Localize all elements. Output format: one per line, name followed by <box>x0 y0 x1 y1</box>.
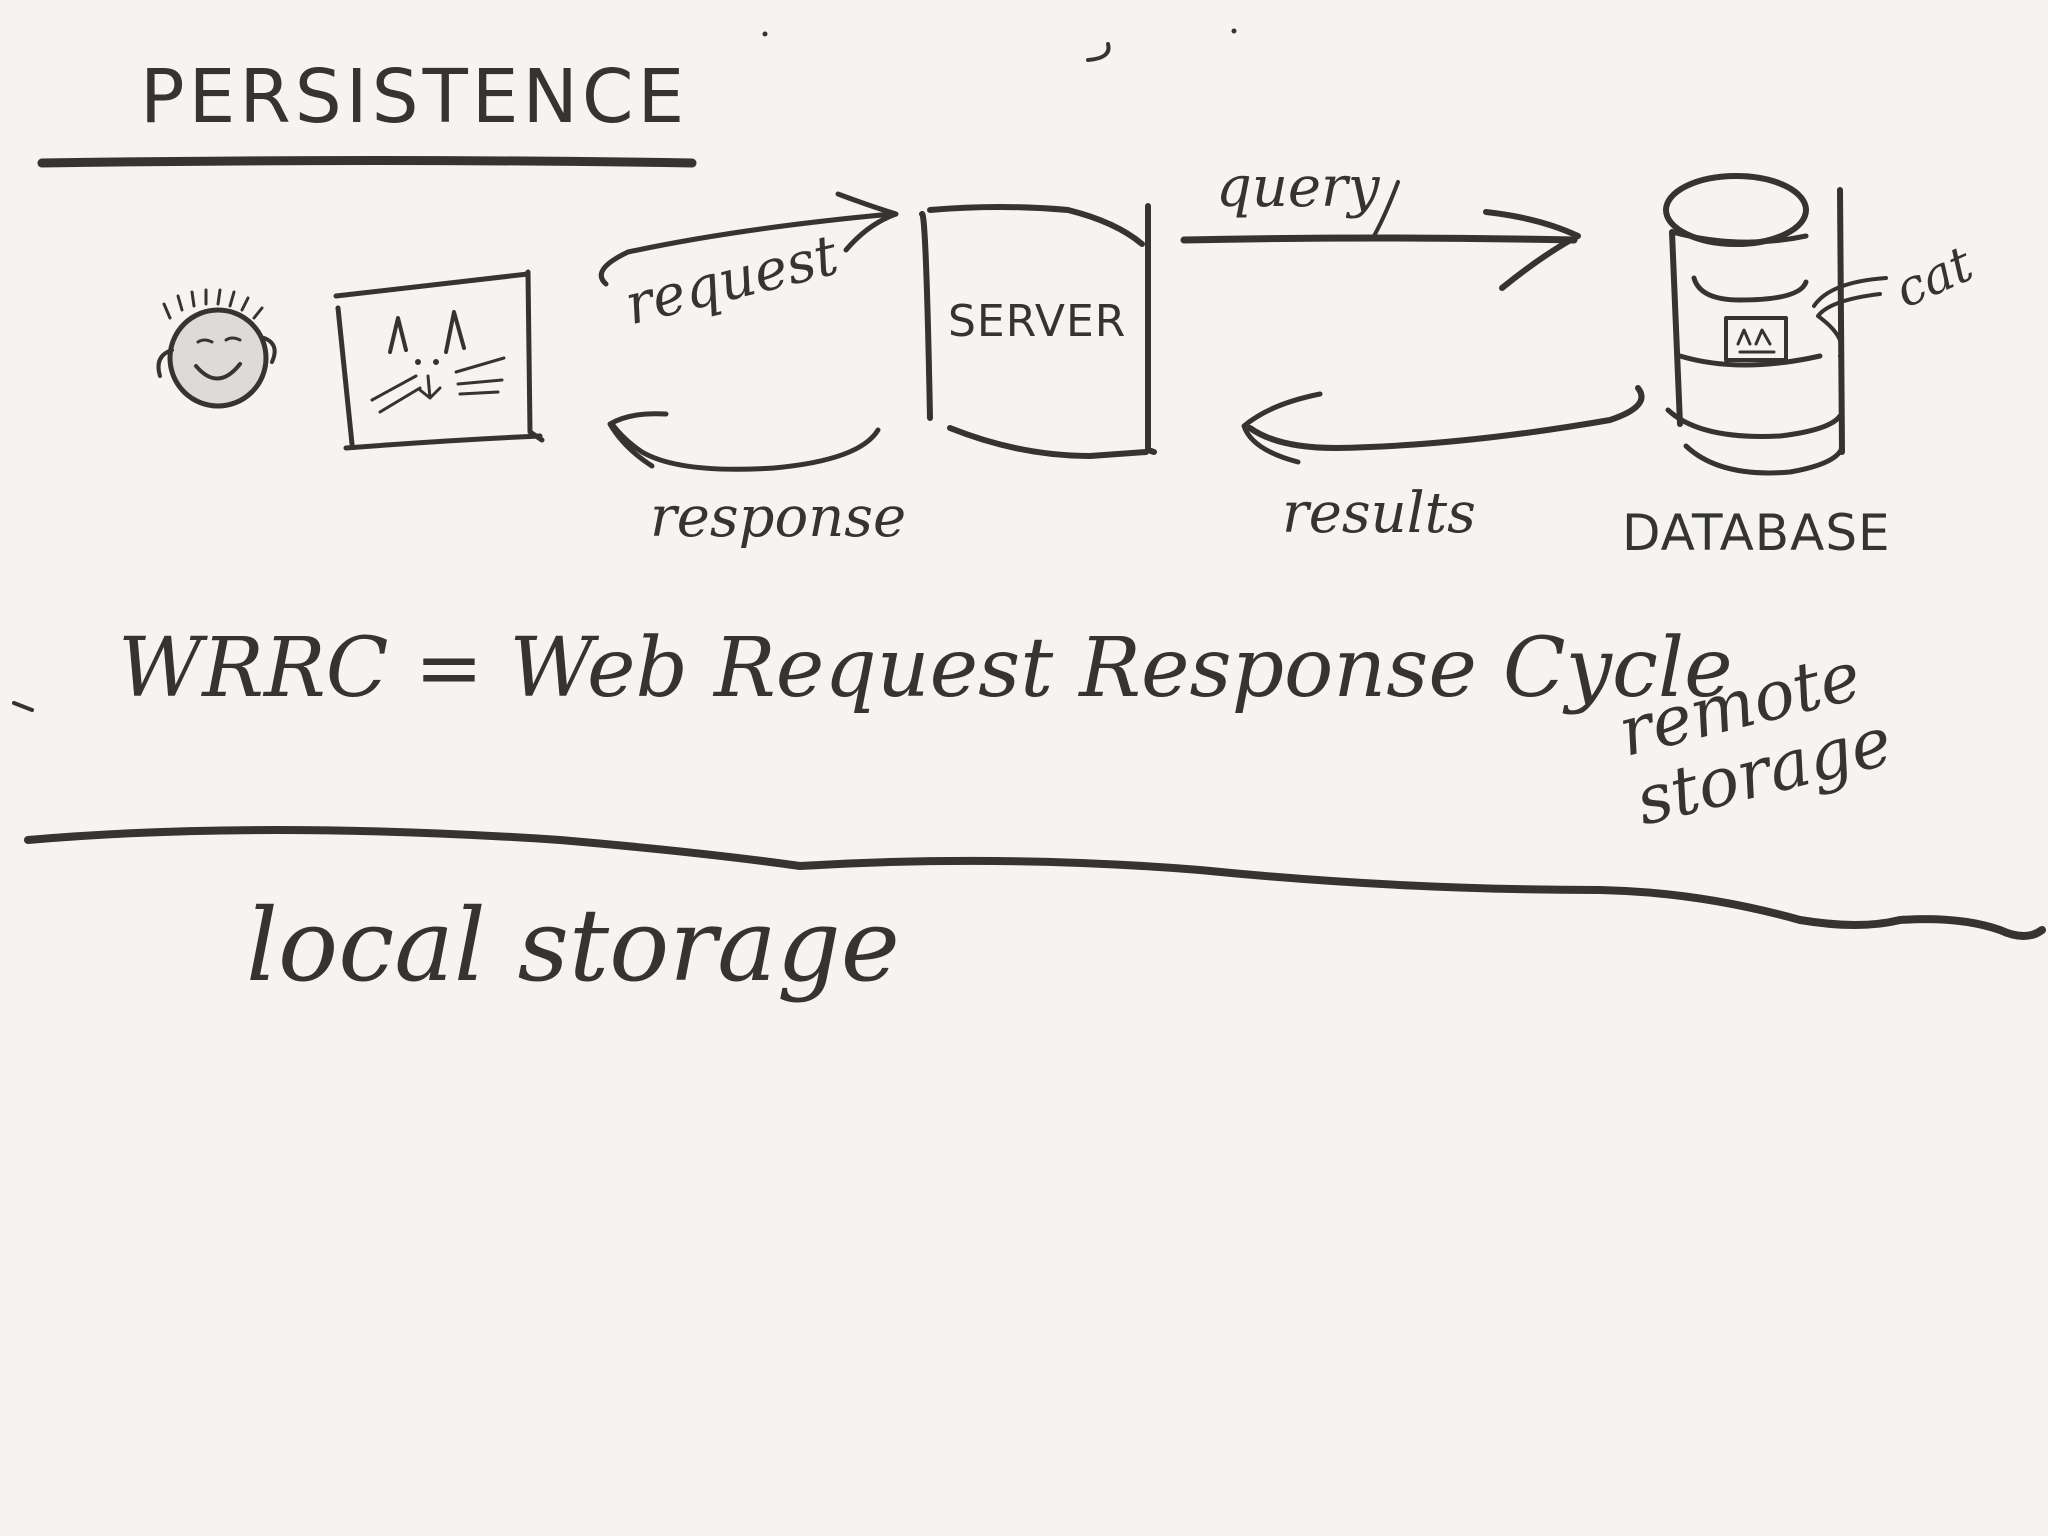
query-label: query <box>1216 155 1380 220</box>
cat-record-icon <box>1724 316 1788 362</box>
results-label: results <box>1282 481 1476 546</box>
response-arrow-icon <box>607 411 881 472</box>
divider-line <box>24 826 2046 940</box>
local-storage-label: local storage <box>246 887 900 1004</box>
title-underline <box>37 156 697 168</box>
ink-dot <box>762 31 768 37</box>
database-label: DATABASE <box>1622 504 1891 562</box>
page-title: PERSISTENCE <box>140 54 689 140</box>
response-label: response <box>650 485 907 550</box>
database-cylinder-icon <box>1663 173 1845 476</box>
ink-dot <box>1231 28 1237 34</box>
user-face-icon <box>156 288 277 409</box>
wrrc-definition: WRRC = Web Request Response Cycle <box>118 621 1733 716</box>
results-arrow-icon <box>1241 385 1645 465</box>
cat-pointer-arrow-icon <box>1812 276 1888 358</box>
request-arrow-icon <box>598 191 899 287</box>
query-arrow-icon <box>1180 180 1581 291</box>
ink-mark <box>1086 42 1111 62</box>
ink-mark <box>12 701 34 712</box>
browser-window-icon <box>333 269 545 451</box>
server-label: SERVER <box>948 296 1127 347</box>
server-icon <box>919 203 1157 459</box>
